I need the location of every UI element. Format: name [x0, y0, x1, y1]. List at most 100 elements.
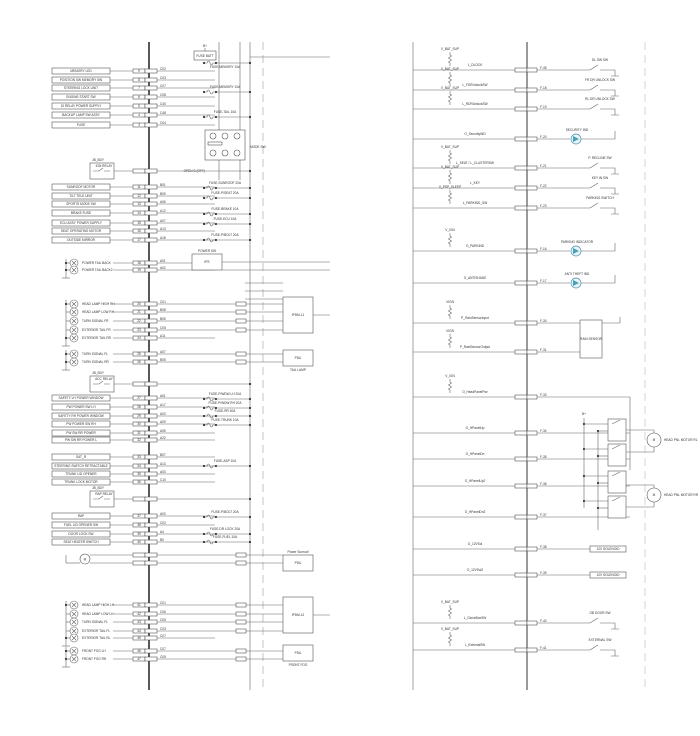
- junction-dot: [248, 423, 252, 427]
- device-label: RL DR UNLOCK SW: [585, 97, 615, 101]
- pin-number: 28: [137, 405, 141, 409]
- circuit-number: A03: [160, 412, 166, 416]
- row-label: TURN SIGNAL RR: [82, 360, 109, 364]
- module-caption: TAIL LAMP: [290, 368, 306, 372]
- relay-contact-icon: [93, 495, 110, 500]
- connector-pin: [526, 280, 538, 286]
- pin-number: 30: [137, 422, 141, 426]
- fuse-icon: [204, 539, 216, 545]
- fuse-label: FUSE-DR LOCK 20A: [210, 527, 241, 531]
- lamp-icon-cross: [71, 635, 77, 641]
- supply-label: V_BAT_SUP: [441, 86, 459, 90]
- signal-name: L_FDRUnlockSW: [463, 83, 488, 87]
- connector-pin: [235, 628, 247, 634]
- connector-pin: [144, 122, 158, 128]
- junction-dot: [248, 212, 252, 216]
- connector-pin: [144, 539, 158, 545]
- junction-dot: [202, 238, 206, 242]
- pullup-resistor-icon: [447, 91, 453, 105]
- connector-pin: [144, 496, 158, 502]
- switch-terminal: [209, 149, 217, 157]
- supply-label: VIGN: [446, 329, 454, 333]
- connector-pin: [235, 648, 247, 654]
- fuse-icon: [204, 396, 216, 402]
- circuit-number: B08: [160, 308, 166, 312]
- row-label: TURN SIGNAL FR: [82, 319, 109, 323]
- row-label: HEAD LAMP HIGH LH: [82, 603, 115, 607]
- connector-pin: [526, 430, 538, 436]
- row-label: TURN SIGNAL FL: [82, 620, 108, 624]
- connector-pin: [144, 611, 158, 617]
- pin-number: 8: [138, 78, 140, 82]
- fuse-icon: [204, 211, 216, 217]
- circuit-number: C04: [160, 121, 166, 125]
- connector-pin: [514, 185, 528, 191]
- pullup-resistor-icon: [447, 334, 453, 348]
- motor-label: HEAD PNL MOTOR RR: [664, 493, 699, 497]
- motor-glyph: M: [653, 493, 656, 497]
- circuit-number: C01: [160, 300, 166, 304]
- pin-number: 29: [137, 414, 141, 418]
- circuit-number: C03: [160, 627, 166, 631]
- row-label: STEERING LOCK UNIT: [64, 86, 98, 90]
- fuse-label: FUSE-P/BOLT 20A: [211, 510, 239, 514]
- connector-pin: [144, 471, 158, 477]
- pin-number: 36: [137, 480, 141, 484]
- row-label: PW POWER SW LH: [66, 405, 96, 409]
- junction-dot: [248, 90, 252, 94]
- circuit-number: A05: [160, 429, 166, 433]
- pin-number: 19: [137, 268, 141, 272]
- lamp-icon-cross: [71, 351, 77, 357]
- connector-pin: [144, 602, 158, 608]
- pullup-resistor-icon: [447, 632, 453, 646]
- circuit-number: A07: [160, 219, 166, 223]
- junction-dot: [202, 186, 206, 190]
- junction-dot: [248, 406, 252, 410]
- module-label: IPDM-L2: [292, 613, 305, 617]
- fuse-label: FUSE-ECU 10A: [214, 217, 238, 221]
- connector-pin: [144, 628, 158, 634]
- connector-pin: [235, 611, 247, 617]
- connector-pin: [526, 572, 538, 578]
- junction-dot: [248, 115, 252, 119]
- signal-name: L_PARKING_SW: [463, 201, 488, 205]
- circuit-number: A17: [160, 403, 166, 407]
- connector-pin: [526, 136, 538, 142]
- pullup-resistor-icon: [447, 150, 453, 164]
- connector-pin: [144, 413, 158, 419]
- device-label: KEY IN SW: [592, 176, 608, 180]
- connector-pin: [144, 260, 158, 266]
- lamp-icon-cross: [71, 656, 77, 662]
- fuse-icon: [204, 531, 216, 537]
- lamp-icon-cross: [71, 335, 77, 341]
- fuse-label: FUSE-BRAKE 10A: [212, 207, 240, 211]
- pin-number: F-38: [540, 545, 547, 549]
- pin-number: 38: [137, 523, 141, 527]
- circuit-number: B09: [160, 192, 166, 196]
- pin-number: F-40: [540, 619, 547, 623]
- circuit-number: A18: [160, 236, 166, 240]
- lamp-icon-cross: [71, 267, 77, 273]
- pin-number: F-18: [540, 86, 547, 90]
- pullup-resistor-icon: [447, 190, 453, 204]
- connector-pin: [514, 647, 528, 653]
- connector-pin: [514, 483, 528, 489]
- fuse-label: FUSE-MEMORY 10A: [210, 65, 241, 69]
- fuse-label: FUSE-TRUNK 10A: [211, 418, 239, 422]
- fuse-icon: [204, 405, 216, 411]
- pin-number: F-34: [540, 429, 547, 433]
- motor-label: HEAD PNL MOTOR RL: [664, 438, 698, 442]
- pin-number: 3: [138, 123, 140, 127]
- pullup-resistor-icon: [447, 72, 453, 86]
- fuse-label: FUSE-P/WDW RH 20A: [209, 401, 243, 405]
- row-label: SAFETY RH POWER WINDOW: [58, 414, 104, 418]
- circuit-number: A12: [160, 209, 166, 213]
- signal-name: L_DLOCK: [468, 63, 483, 67]
- switch-icon: [589, 182, 619, 195]
- pin-number: 18: [137, 261, 141, 265]
- junction-dot: [64, 352, 68, 356]
- connector-pin: [235, 552, 247, 558]
- pin-number: F-22: [540, 184, 547, 188]
- signal-name: O_HPanelUp2: [465, 479, 486, 483]
- junction-dot: [248, 464, 252, 468]
